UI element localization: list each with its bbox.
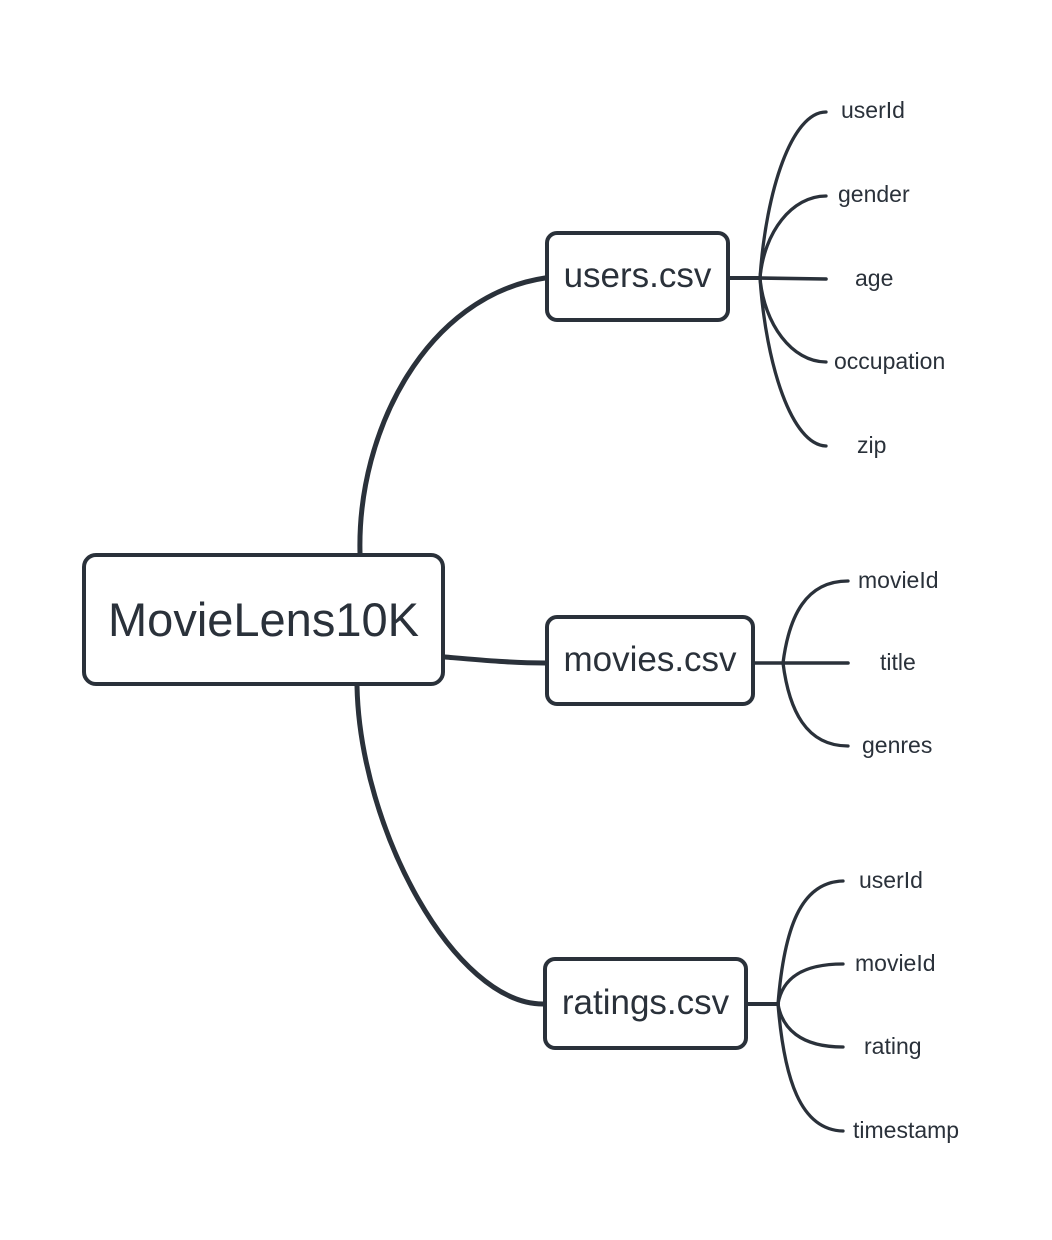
edge-ratings-userid xyxy=(776,879,845,1006)
edge-users-age xyxy=(758,276,828,281)
edge-users-gender xyxy=(758,194,828,280)
leaf-users-gender: gender xyxy=(838,181,910,208)
node-root: MovieLens10K xyxy=(82,553,445,686)
leaf-movies-genres: genres xyxy=(862,732,933,759)
node-root-label: MovieLens10K xyxy=(108,592,419,646)
node-users-csv-label: users.csv xyxy=(563,256,712,296)
edge-movies-genres xyxy=(781,661,850,748)
edge-root-movies xyxy=(442,654,548,666)
leaf-users-age: age xyxy=(855,265,894,292)
node-users-csv: users.csv xyxy=(545,231,730,322)
leaf-users-zip: zip xyxy=(857,432,887,459)
leaf-ratings-rating: rating xyxy=(864,1033,922,1060)
edge-root-users xyxy=(357,275,548,556)
leaf-ratings-userid: userId xyxy=(859,867,923,894)
leaf-movies-movieid: movieId xyxy=(858,567,939,594)
node-ratings-csv-label: ratings.csv xyxy=(561,983,730,1023)
edge-users-zip xyxy=(758,276,828,448)
leaf-movies-title: title xyxy=(880,649,916,676)
edge-movies-movieid xyxy=(781,579,850,665)
leaf-users-occupation: occupation xyxy=(834,348,946,375)
node-ratings-csv: ratings.csv xyxy=(543,957,748,1050)
edge-ratings-rating xyxy=(776,1002,845,1049)
leaf-ratings-timestamp: timestamp xyxy=(853,1117,960,1144)
edge-root-ratings xyxy=(354,683,546,1007)
leaf-ratings-movieid: movieId xyxy=(855,950,936,977)
leaf-users-userid: userId xyxy=(841,97,905,124)
edge-ratings-movieid xyxy=(776,962,845,1006)
node-movies-csv-label: movies.csv xyxy=(563,640,737,680)
edge-users-userid xyxy=(758,110,828,280)
node-movies-csv: movies.csv xyxy=(545,615,755,706)
edge-ratings-timestamp xyxy=(776,1002,845,1133)
